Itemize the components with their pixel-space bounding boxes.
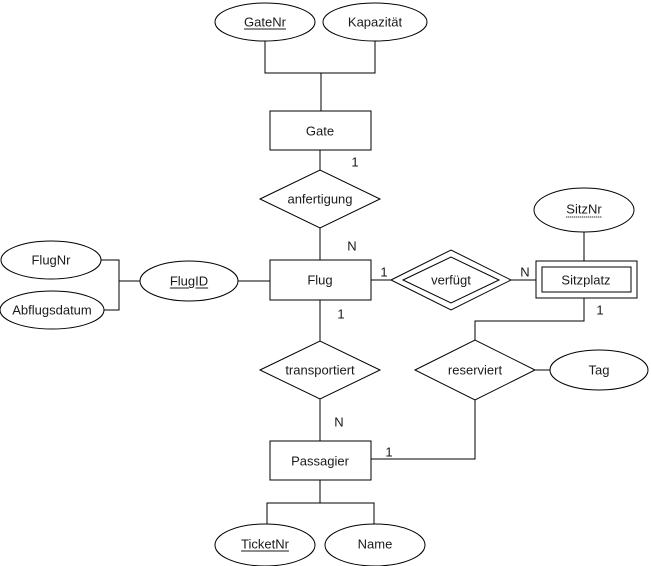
sitznr-attribute-label: SitzNr — [566, 201, 602, 217]
abflugsdatum-attribute-label: Abflugsdatum — [12, 302, 92, 318]
flug-entity[interactable] — [269, 259, 372, 301]
cardinality-flug-transportiert: 1 — [337, 306, 345, 322]
flug-entity-label: Flug — [307, 272, 333, 288]
anfertigung-relationship[interactable] — [258, 169, 382, 229]
cardinality-transportiert-passagier: N — [334, 414, 344, 430]
abflugsdatum-attribute[interactable] — [0, 290, 105, 330]
connector-flugnr-abflugsdatum-junction — [101, 259, 120, 311]
gatenr-attribute[interactable] — [214, 2, 316, 42]
name-attribute-label: Name — [357, 536, 393, 552]
tag-attribute[interactable] — [549, 349, 649, 391]
cardinality-sitzplatz-reserviert: 1 — [596, 302, 604, 318]
gatenr-attribute-label: GateNr — [244, 14, 286, 30]
connector-sitzplatz-reserviert — [474, 298, 585, 340]
reserviert-relationship[interactable] — [413, 339, 537, 401]
sitzplatz-entity-label: Sitzplatz — [561, 272, 611, 288]
anfertigung-relationship-label: anfertigung — [287, 191, 353, 207]
transportiert-relationship-label: transportiert — [285, 362, 355, 378]
passagier-entity[interactable] — [269, 440, 372, 481]
connector-passagier-attributes — [266, 502, 375, 525]
sitzplatz-weak-entity-inner — [541, 266, 632, 293]
verfuegt-weak-relationship-inner — [401, 256, 501, 304]
gate-entity[interactable] — [269, 110, 372, 151]
tag-attribute-label: Tag — [588, 362, 610, 378]
flugnr-attribute[interactable] — [0, 240, 102, 280]
gate-entity-label: Gate — [305, 123, 335, 139]
cardinality-gate-anfertigung: 1 — [351, 154, 359, 170]
ticketnr-attribute[interactable] — [214, 523, 316, 566]
cardinality-flug-verfuegt: 1 — [380, 264, 388, 280]
cardinality-verfuegt-sitzplatz: N — [520, 264, 530, 280]
sitznr-attribute[interactable] — [533, 187, 635, 233]
cardinality-anfertigung-flug: N — [347, 238, 357, 254]
cardinality-passagier-reserviert: 1 — [385, 444, 393, 460]
kapazitaet-attribute[interactable] — [322, 2, 428, 42]
name-attribute[interactable] — [324, 523, 426, 566]
verfuegt-relationship-label: verfügt — [431, 272, 471, 288]
reserviert-relationship-label: reserviert — [447, 362, 503, 378]
connector-gate-attributes — [264, 41, 376, 74]
passagier-entity-label: Passagier — [291, 453, 349, 469]
ticketnr-attribute-label: TicketNr — [241, 536, 289, 552]
flugid-attribute-label: FlugID — [169, 273, 209, 289]
flugid-attribute[interactable] — [139, 260, 239, 302]
connector-reserviert-passagier — [371, 400, 476, 460]
kapazitaet-attribute-label: Kapazität — [347, 14, 403, 30]
flugnr-attribute-label: FlugNr — [31, 252, 71, 268]
transportiert-relationship[interactable] — [258, 340, 382, 400]
